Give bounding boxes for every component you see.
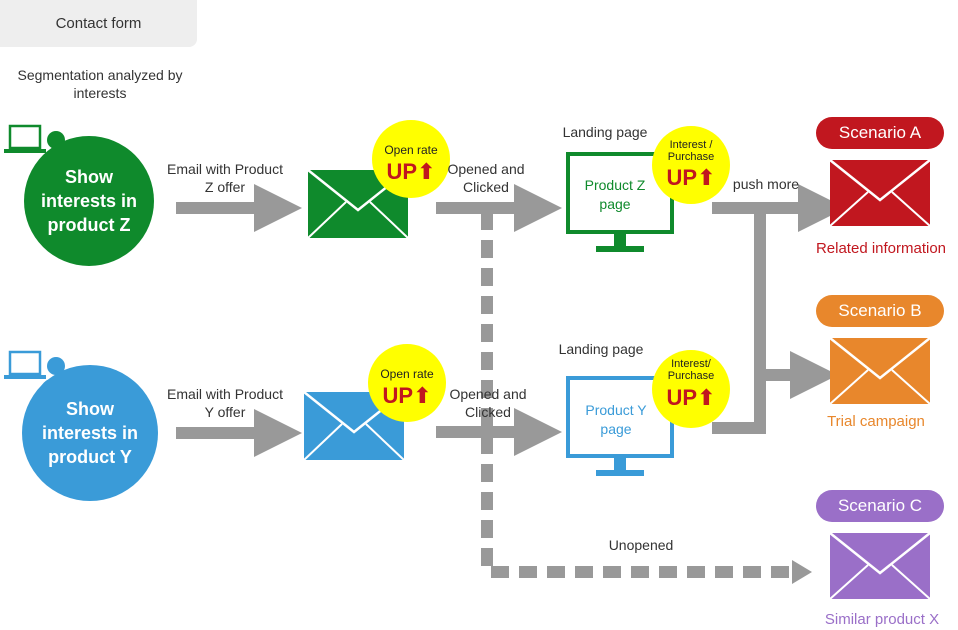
open-rate-label-z: Open rate	[384, 143, 438, 157]
envelope-icon-scenario-c	[829, 532, 931, 600]
landing-page-label-y: Landing page	[558, 341, 644, 357]
scenario-c-caption: Similar product X	[824, 611, 940, 628]
push-connector	[712, 208, 766, 434]
segment-circle-y: Show interests in product Y	[22, 365, 158, 501]
open-rate-up-z: UP⬆	[386, 159, 436, 184]
email-offer-z: Email with Product Z offer	[167, 161, 283, 195]
segment-label-z: Show interests in product Z	[40, 167, 138, 235]
email-offer-y: Email with Product Y offer	[167, 386, 283, 420]
unopened-label: Unopened	[608, 537, 674, 553]
segmentation-heading: Segmentation analyzed by interests	[17, 67, 183, 101]
opened-clicked-z: Opened and Clicked	[447, 161, 525, 195]
open-rate-up-y: UP⬆	[382, 383, 432, 408]
open-rate-badge-y: Open rate UP⬆	[368, 344, 446, 422]
push-more-label: push more	[732, 176, 800, 192]
open-rate-label-y: Open rate	[380, 367, 434, 381]
open-rate-badge-z: Open rate UP⬆	[372, 120, 450, 198]
unopened-arrowhead	[792, 560, 812, 584]
contact-form-tab: Contact form	[0, 0, 197, 47]
product-z-page-text: Product Z page	[584, 177, 646, 212]
interest-up-y: UP⬆	[666, 385, 716, 410]
segment-circle-z: Show interests in product Z	[24, 136, 154, 266]
scenario-b-caption: Trial campaign	[827, 413, 925, 430]
landing-page-label-z: Landing page	[562, 124, 648, 140]
interest-badge-y: Interest/ Purchase UP⬆	[652, 350, 730, 428]
interest-up-z: UP⬆	[666, 165, 716, 190]
scenario-c-pill: Scenario C	[816, 490, 944, 522]
envelope-icon-scenario-a	[829, 159, 931, 227]
segment-label-y: Show interests in product Y	[41, 399, 139, 467]
interest-label-y: Interest/ Purchase	[667, 358, 715, 382]
scenario-a-pill: Scenario A	[816, 117, 944, 149]
envelope-icon-z	[307, 169, 409, 239]
interest-label-z: Interest / Purchase	[667, 139, 715, 163]
unopened-dashed-path	[481, 212, 796, 578]
opened-clicked-y: Opened and Clicked	[449, 386, 527, 420]
scenario-a-caption: Related information	[815, 240, 947, 257]
interest-badge-z: Interest / Purchase UP⬆	[652, 126, 730, 204]
scenario-b-pill: Scenario B	[816, 295, 944, 327]
product-y-page-text: Product Y page	[585, 402, 647, 437]
envelope-icon-scenario-b	[829, 337, 931, 405]
